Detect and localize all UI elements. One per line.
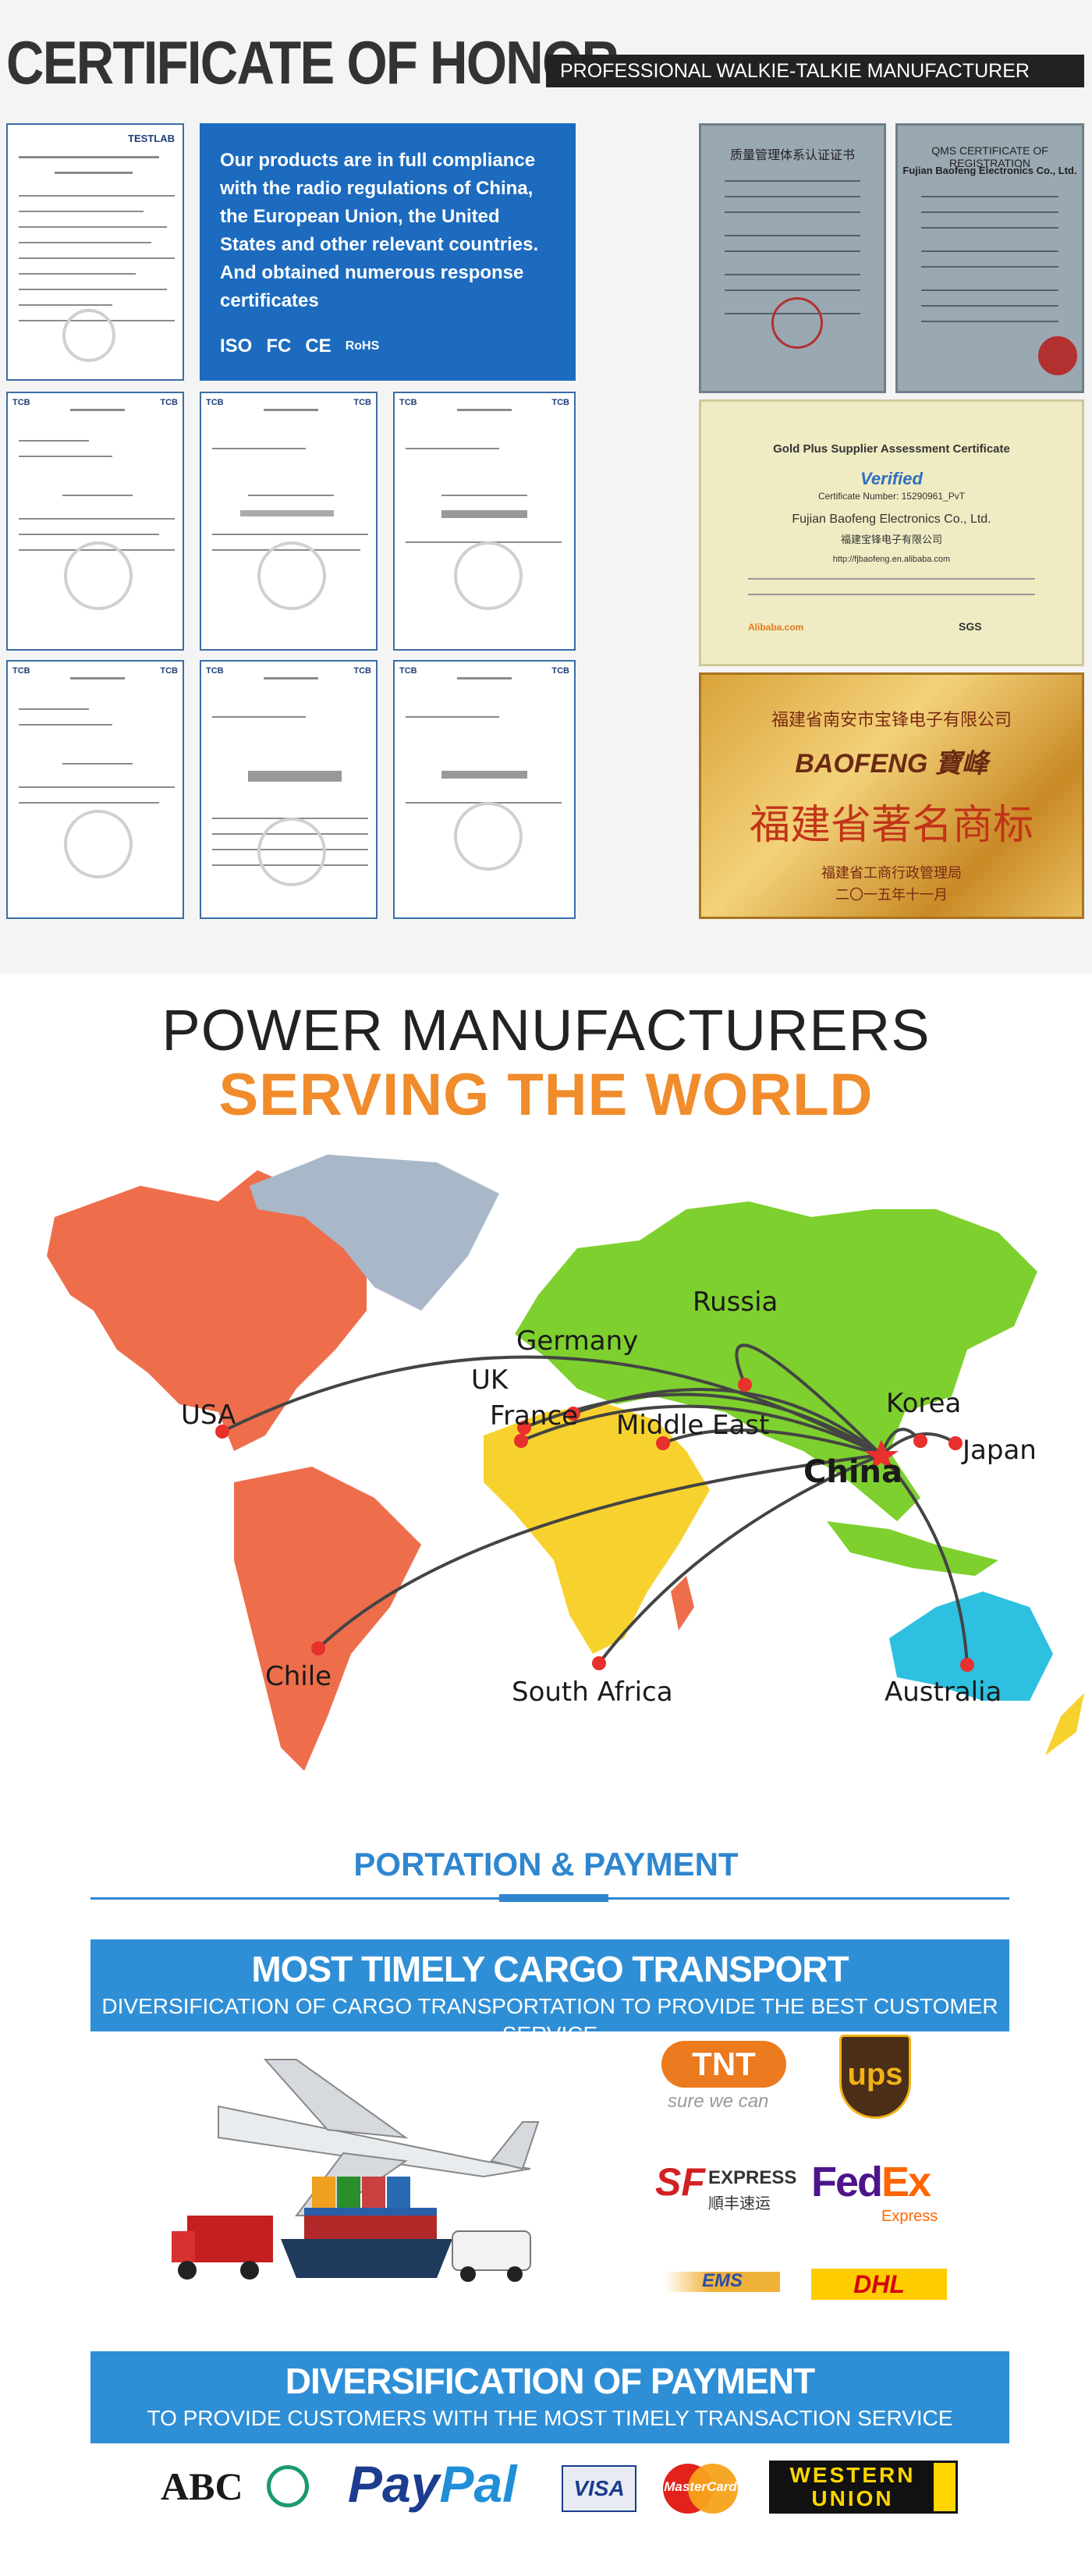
abc-bank-emblem-icon [267, 2465, 309, 2507]
csi-logo [1038, 336, 1077, 375]
plate-issuer: 福建省工商行政管理局 [821, 865, 962, 881]
city-label-usa: USA [181, 1400, 236, 1431]
payment-banner: DIVERSIFICATION OF PAYMENT TO PROVIDE CU… [90, 2351, 1009, 2443]
heading-rule-accent [499, 1894, 608, 1902]
transport-illustration [172, 2059, 540, 2282]
paypal-logo: PayPal [348, 2455, 517, 2513]
compliance-statement: Our products are in full compliance with… [200, 123, 576, 381]
portation-payment-heading: PORTATION & PAYMENT [353, 1846, 739, 1882]
city-label-germany: Germany [516, 1325, 638, 1357]
iso-logo: ISO [220, 335, 253, 357]
gold-cert-url: http://fjbaofeng.en.alibaba.com [832, 555, 951, 564]
compliance-text: Our products are in full compliance with… [220, 150, 539, 311]
city-markers [215, 1378, 974, 1672]
qms-title: QMS CERTIFICATE OF REGISTRATION [931, 144, 1048, 169]
plate-main-text: 福建省著名商标 [749, 802, 1034, 849]
mastercard-logo: MasterCard [663, 2464, 738, 2514]
world-title-line2: SERVING THE WORLD [218, 1062, 874, 1128]
tnt-logo: TNT [661, 2041, 786, 2088]
abc-bank-logo: ABC [161, 2464, 243, 2508]
qms-certificate-cn: 质量管理体系认证证书 [699, 123, 886, 393]
certificate-title: CERTIFICATE OF HONOR [6, 28, 619, 97]
city-label-south-africa: South Africa [512, 1677, 673, 1708]
testlab-label: TESTLAB [128, 133, 175, 144]
ce-logo: CE [305, 335, 332, 357]
gold-supplier-certificate: Gold Plus Supplier Assessment Certificat… [699, 399, 1084, 666]
gold-cert-title: Gold Plus Supplier Assessment Certificat… [773, 442, 1010, 456]
city-label-russia: Russia [693, 1286, 778, 1318]
cargo-subtitle: DIVERSIFICATION OF CARGO TRANSPORTATION … [101, 1994, 998, 2046]
ups-logo: ups [839, 2035, 911, 2119]
plate-company: 福建省南安市宝锋电子有限公司 [771, 710, 1012, 729]
north-america-shape [47, 1170, 367, 1451]
qms-company: Fujian Baofeng Electronics Co., Ltd. [902, 165, 1077, 176]
rohs-logo: RoHS [345, 339, 380, 353]
greenland-shape [250, 1155, 499, 1311]
red-stamp [771, 297, 823, 349]
city-label-china: China [803, 1454, 902, 1490]
city-label-korea: Korea [886, 1388, 961, 1419]
gold-cert-number: Certificate Number: 15290961_PvT [817, 491, 966, 502]
gold-cert-company: Fujian Baofeng Electronics Co., Ltd. [792, 513, 991, 526]
certificate-subtitle: PROFESSIONAL WALKIE-TALKIE MANUFACTURER [546, 55, 1084, 87]
plate-date: 二〇一五年十一月 [835, 887, 948, 903]
city-label-france: France [490, 1400, 578, 1432]
cargo-title: MOST TIMELY CARGO TRANSPORT [251, 1949, 849, 1989]
verified-mark: Verified [860, 469, 923, 488]
famous-trademark-plate: 福建省南安市宝锋电子有限公司 BAOFENG 寶峰 福建省著名商标 福建省工商行… [699, 672, 1084, 919]
certificate-seal [62, 309, 115, 362]
city-label-middle-east: Middle East [616, 1410, 769, 1441]
city-label-chile: Chile [265, 1661, 332, 1692]
visa-logo: VISA [562, 2465, 636, 2512]
new-zealand-shape [1045, 1693, 1084, 1755]
world-title-line1: POWER MANUFACTURERS [161, 998, 931, 1063]
gold-cert-company-cn: 福建宝锋电子有限公司 [840, 534, 942, 545]
tnt-tagline: sure we can [668, 2091, 769, 2112]
madagascar-shape [671, 1576, 694, 1630]
sf-logo: SF [655, 2160, 705, 2204]
cargo-banner: MOST TIMELY CARGO TRANSPORT DIVERSIFICAT… [90, 1939, 1009, 2046]
van-icon [452, 2230, 531, 2282]
city-label-australia: Australia [885, 1677, 1002, 1708]
compliance-logos: ISO FC CE RoHS [220, 332, 379, 360]
sgs-logo: SGS [959, 620, 982, 633]
fedex-express-label: Express [881, 2208, 938, 2225]
ems-logo: EMS [665, 2270, 780, 2292]
south-america-shape [234, 1467, 421, 1771]
cargo-ship-icon [281, 2177, 452, 2278]
payment-subtitle: TO PROVIDE CUSTOMERS WITH THE MOST TIMEL… [147, 2406, 953, 2430]
fc-logo: FC [266, 335, 292, 357]
sf-cn-label: 順丰速运 [708, 2195, 771, 2212]
payment-title: DIVERSIFICATION OF PAYMENT [285, 2361, 816, 2401]
baofeng-logo: BAOFENG 寶峰 [795, 749, 988, 779]
fedex-logo: FedEx [811, 2159, 931, 2205]
alibaba-logo: Alibaba.com [748, 622, 804, 633]
africa-shape [484, 1404, 710, 1654]
western-union-logo: WESTERN UNION [769, 2461, 958, 2514]
world-map: Russia Germany UK France Middle East Kor… [47, 1155, 1084, 1771]
australia-shape [889, 1591, 1053, 1701]
china-star-marker [864, 1439, 899, 1471]
testlab-certificate: TESTLAB [6, 123, 184, 381]
southeast-asia-shape [827, 1521, 998, 1576]
qms-certificate-en: QMS CERTIFICATE OF REGISTRATION Fujian B… [895, 123, 1084, 393]
truck-icon [172, 2216, 273, 2280]
qms-cn-title: 质量管理体系认证证书 [729, 149, 855, 162]
city-label-japan: Japan [961, 1435, 1037, 1466]
city-label-uk: UK [471, 1364, 509, 1396]
sf-express-label: EXPRESS [708, 2167, 797, 2188]
shipping-routes [222, 1343, 969, 1666]
certificate-section: CERTIFICATE OF HONOR PROFESSIONAL WALKIE… [0, 0, 1092, 974]
dhl-logo: DHL [811, 2269, 947, 2300]
